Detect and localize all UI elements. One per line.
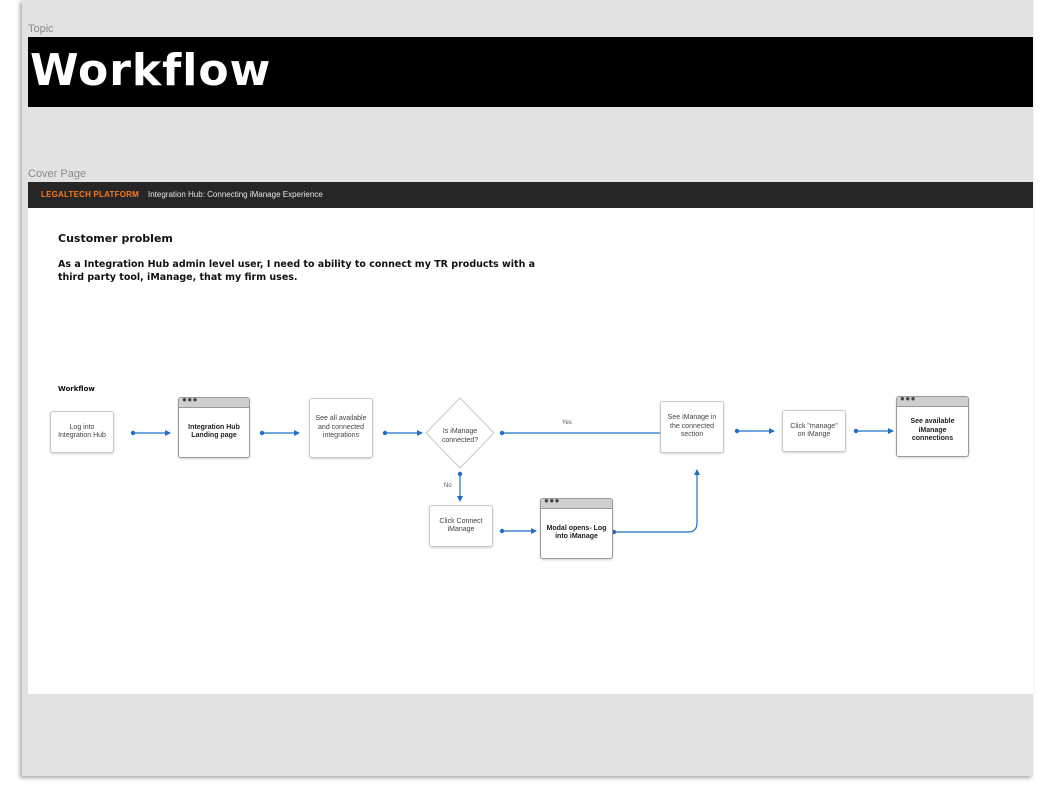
- window-titlebar: ●●●: [897, 394, 968, 407]
- node-landing-page-window: ●●● Integration Hub Landing page: [178, 395, 250, 458]
- node-see-all-integrations: See all available and connected integrat…: [309, 398, 373, 458]
- workflow-label: Workflow: [58, 385, 95, 393]
- arrow-dot: [499, 430, 505, 436]
- arrow-dot: [734, 428, 740, 434]
- node-label: Click "manage" on iMange: [790, 422, 838, 439]
- header-subtitle: Integration Hub: Connecting iManage Expe…: [148, 190, 323, 199]
- page-title: Workflow: [30, 45, 272, 96]
- platform-name: LEGALTECH PLATFORM: [41, 190, 139, 199]
- window-titlebar: ●●●: [541, 496, 612, 509]
- arrow-dot: [457, 471, 463, 477]
- node-click-manage: Click "manage" on iMange: [782, 410, 846, 452]
- arrow-modal-to-connected: [614, 469, 700, 533]
- node-label: See all available and connected integrat…: [315, 415, 367, 440]
- arrow-dot: [259, 430, 265, 436]
- node-available-connections-window: ●●● See available iManage connections: [896, 394, 969, 457]
- node-modal-window: ●●● Modal opens- Log into iManage: [540, 496, 613, 559]
- decision-diamond: [425, 397, 495, 469]
- topic-frame-label: Topic: [28, 23, 54, 35]
- window-dots-icon: ●●●: [544, 496, 560, 505]
- edge-label-no: No: [444, 483, 452, 489]
- node-label: Log into Integration Hub: [58, 423, 106, 440]
- window-dots-icon: ●●●: [182, 395, 198, 404]
- cover-frame-label: Cover Page: [28, 168, 87, 180]
- node-connected-section: See iManage in the connected section: [660, 401, 724, 453]
- arrow-dot: [853, 428, 859, 434]
- node-label: Click Connect iManage: [439, 517, 483, 534]
- problem-heading: Customer problem: [58, 232, 173, 245]
- node-label: Integration Hub Landing page: [188, 423, 240, 440]
- node-label: Modal opens- Log into iManage: [546, 524, 607, 541]
- node-label: See available iManage connections: [910, 418, 955, 443]
- window-dots-icon: ●●●: [900, 394, 916, 403]
- cover-header: LEGALTECH PLATFORM Integration Hub: Conn…: [28, 182, 1033, 208]
- canvas: Topic Workflow Cover Page LEGALTECH PLAT…: [22, 0, 1033, 776]
- arrow-dot: [130, 430, 136, 436]
- title-banner: Workflow: [28, 37, 1033, 107]
- edge-label-yes: Yes: [562, 420, 572, 426]
- workflow-connectors: [130, 397, 894, 535]
- decision-label: Is iManage connected?: [441, 428, 479, 444]
- arrow-dot: [382, 430, 388, 436]
- node-click-connect: Click Connect iManage: [429, 505, 493, 547]
- node-log-into-integration-hub: Log into Integration Hub: [50, 411, 114, 453]
- cover-page: LEGALTECH PLATFORM Integration Hub: Conn…: [28, 182, 1033, 694]
- arrow-dot: [499, 528, 505, 534]
- window-titlebar: ●●●: [179, 395, 249, 408]
- node-label: See iManage in the connected section: [667, 414, 717, 439]
- problem-statement: As a Integration Hub admin level user, I…: [58, 259, 536, 283]
